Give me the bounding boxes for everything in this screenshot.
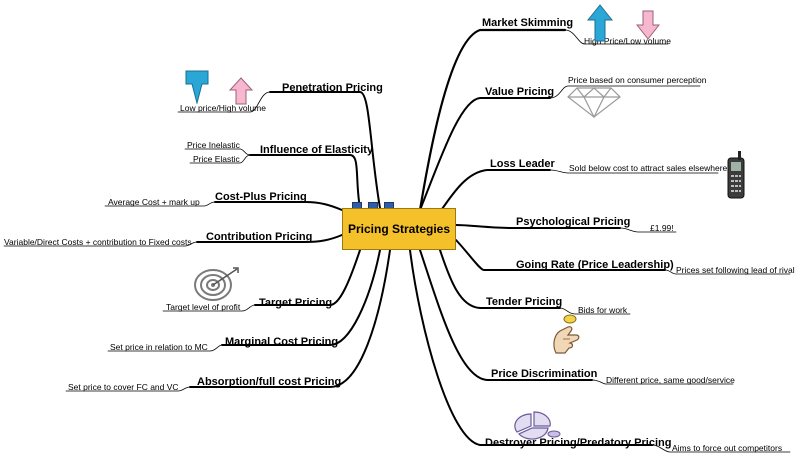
branch-absorption-pricing[interactable]: Absorption/full cost Pricing bbox=[197, 376, 342, 388]
note-contribution-pricing: Variable/Direct Costs + contribution to … bbox=[4, 237, 192, 247]
hand-bidding-icon bbox=[553, 314, 580, 354]
branch-going-rate[interactable]: Going Rate (Price Leadership) bbox=[516, 259, 674, 271]
branch-destroyer-pricing[interactable]: Destroyer Pricing/Predatory Pricing bbox=[485, 437, 672, 449]
diamond-icon bbox=[567, 87, 621, 118]
connector-psychological bbox=[455, 224, 621, 229]
mobile-phone-icon bbox=[727, 151, 745, 199]
note-tender-pricing: Bids for work bbox=[578, 305, 628, 315]
note-penetration-pricing: Low price/High volume bbox=[180, 103, 266, 113]
connector-penetration bbox=[269, 91, 381, 209]
note-market-skimming: High Price/Low volume bbox=[584, 36, 671, 46]
central-title: Pricing Strategies bbox=[347, 222, 451, 236]
connector-elasticity bbox=[249, 154, 361, 209]
branch-tender-pricing[interactable]: Tender Pricing bbox=[486, 296, 563, 308]
branch-market-skimming[interactable]: Market Skimming bbox=[482, 17, 574, 29]
branch-influence-of-elasticity[interactable]: Influence of Elasticity bbox=[260, 144, 374, 156]
central-topic[interactable]: Pricing Strategies bbox=[342, 208, 456, 250]
note-value-pricing: Price based on consumer perception bbox=[568, 75, 707, 85]
connector-cost-plus bbox=[214, 201, 343, 211]
note-target-pricing: Target level of profit bbox=[166, 302, 241, 312]
branch-cost-plus-pricing[interactable]: Cost-Plus Pricing bbox=[215, 191, 307, 203]
target-icon bbox=[194, 267, 239, 301]
note-cost-plus-pricing: Average Cost + mark up bbox=[108, 197, 200, 207]
note-destroyer-pricing: Aims to force out competitors bbox=[672, 443, 783, 453]
note-price-inelastic: Price Inelastic bbox=[187, 140, 240, 150]
connector-price-discrimination bbox=[419, 249, 593, 381]
down-arrow-icon bbox=[636, 10, 660, 40]
connector-loss-leader bbox=[439, 169, 551, 213]
up-arrow-icon bbox=[587, 4, 613, 42]
connector-value-pricing bbox=[419, 97, 551, 211]
note-price-discrimination: Different price, same good/service bbox=[606, 375, 735, 385]
connector-destroyer bbox=[409, 249, 653, 446]
connector-contribution bbox=[196, 234, 343, 243]
connector-going-rate bbox=[455, 239, 666, 271]
connector-target bbox=[254, 249, 361, 306]
branch-price-discrimination[interactable]: Price Discrimination bbox=[491, 368, 598, 380]
connector-marginal bbox=[221, 249, 381, 346]
note-absorption-pricing: Set price to cover FC and VC bbox=[68, 382, 179, 392]
branch-value-pricing[interactable]: Value Pricing bbox=[485, 86, 555, 98]
note-going-rate: Prices set following lead of rivals bbox=[676, 265, 795, 275]
down-arrow-icon bbox=[185, 70, 209, 104]
branch-loss-leader[interactable]: Loss Leader bbox=[490, 158, 555, 170]
branch-marginal-cost-pricing[interactable]: Marginal Cost Pricing bbox=[225, 336, 339, 348]
branch-target-pricing[interactable]: Target Pricing bbox=[259, 297, 333, 309]
note-marginal-cost-pricing: Set price in relation to MC bbox=[110, 342, 208, 352]
connector-absorption bbox=[189, 249, 391, 388]
branch-penetration-pricing[interactable]: Penetration Pricing bbox=[282, 82, 383, 94]
branch-psychological-pricing[interactable]: Psychological Pricing bbox=[516, 216, 631, 228]
note-price-elastic: Price Elastic bbox=[193, 154, 240, 164]
up-arrow-icon bbox=[229, 77, 253, 105]
connector-tender bbox=[439, 249, 561, 309]
branch-contribution-pricing[interactable]: Contribution Pricing bbox=[206, 231, 313, 243]
note-psychological-pricing: £1.99! bbox=[650, 223, 674, 233]
pie-chart-icon bbox=[514, 411, 561, 440]
note-loss-leader: Sold below cost to attract sales elsewhe… bbox=[569, 163, 728, 173]
connector-market-skimming bbox=[418, 28, 567, 212]
